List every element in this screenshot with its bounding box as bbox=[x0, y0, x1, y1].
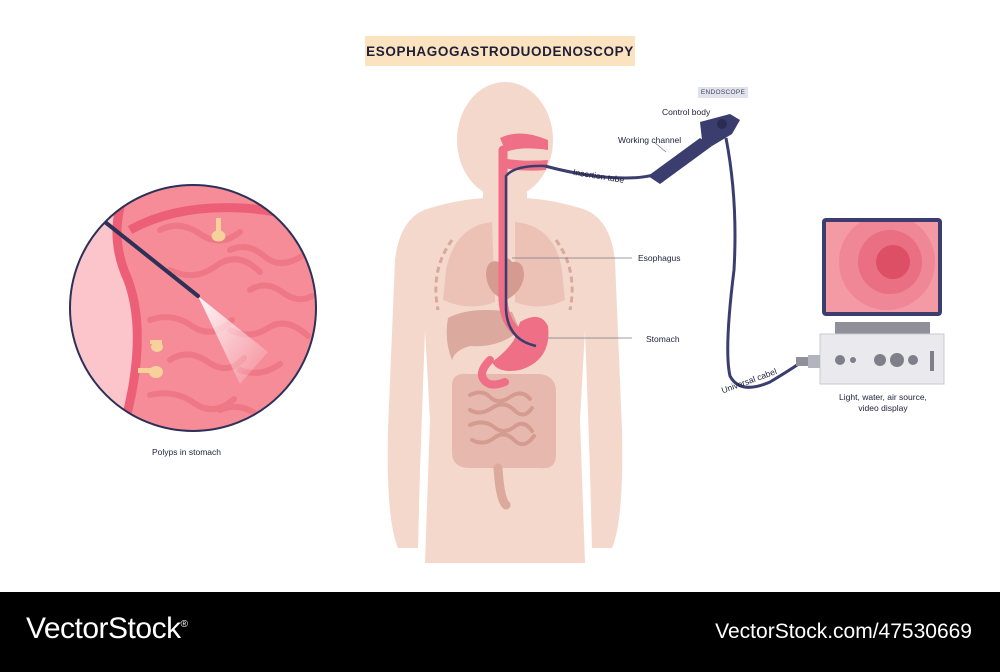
vectorstock-logo: VectorStock® bbox=[26, 612, 188, 646]
lungs bbox=[434, 222, 574, 311]
polyps-magnified-view bbox=[69, 184, 317, 432]
label-control-body: Control body bbox=[662, 107, 711, 117]
diagram-canvas bbox=[69, 82, 945, 563]
image-id: VectorStock.com/47530669 bbox=[715, 620, 972, 643]
nasal-cavity bbox=[500, 133, 548, 152]
polyp bbox=[211, 218, 226, 242]
label-equipment: Light, water, air source, video display bbox=[839, 392, 927, 413]
video-monitor bbox=[796, 218, 945, 385]
label-polyps-in-stomach: Polyps in stomach bbox=[152, 447, 221, 457]
intestines bbox=[452, 373, 556, 510]
liver bbox=[446, 310, 520, 360]
label-esophagus: Esophagus bbox=[638, 253, 681, 263]
label-working-channel: Working channel bbox=[618, 135, 682, 145]
label-stomach: Stomach bbox=[646, 334, 680, 344]
watermark-footer: VectorStock® VectorStock.com/47530669 bbox=[0, 592, 1000, 672]
diagram-title: ESOPHAGOGASTRODUODENOSCOPY bbox=[365, 36, 635, 66]
registered-mark: ® bbox=[180, 619, 188, 630]
brand-text: VectorStock bbox=[26, 612, 181, 645]
polyp bbox=[138, 366, 163, 378]
stomach bbox=[492, 316, 549, 371]
polyp bbox=[150, 340, 163, 352]
endoscope bbox=[504, 114, 801, 389]
endoscope-tag: ENDOSCOPE bbox=[698, 87, 748, 98]
